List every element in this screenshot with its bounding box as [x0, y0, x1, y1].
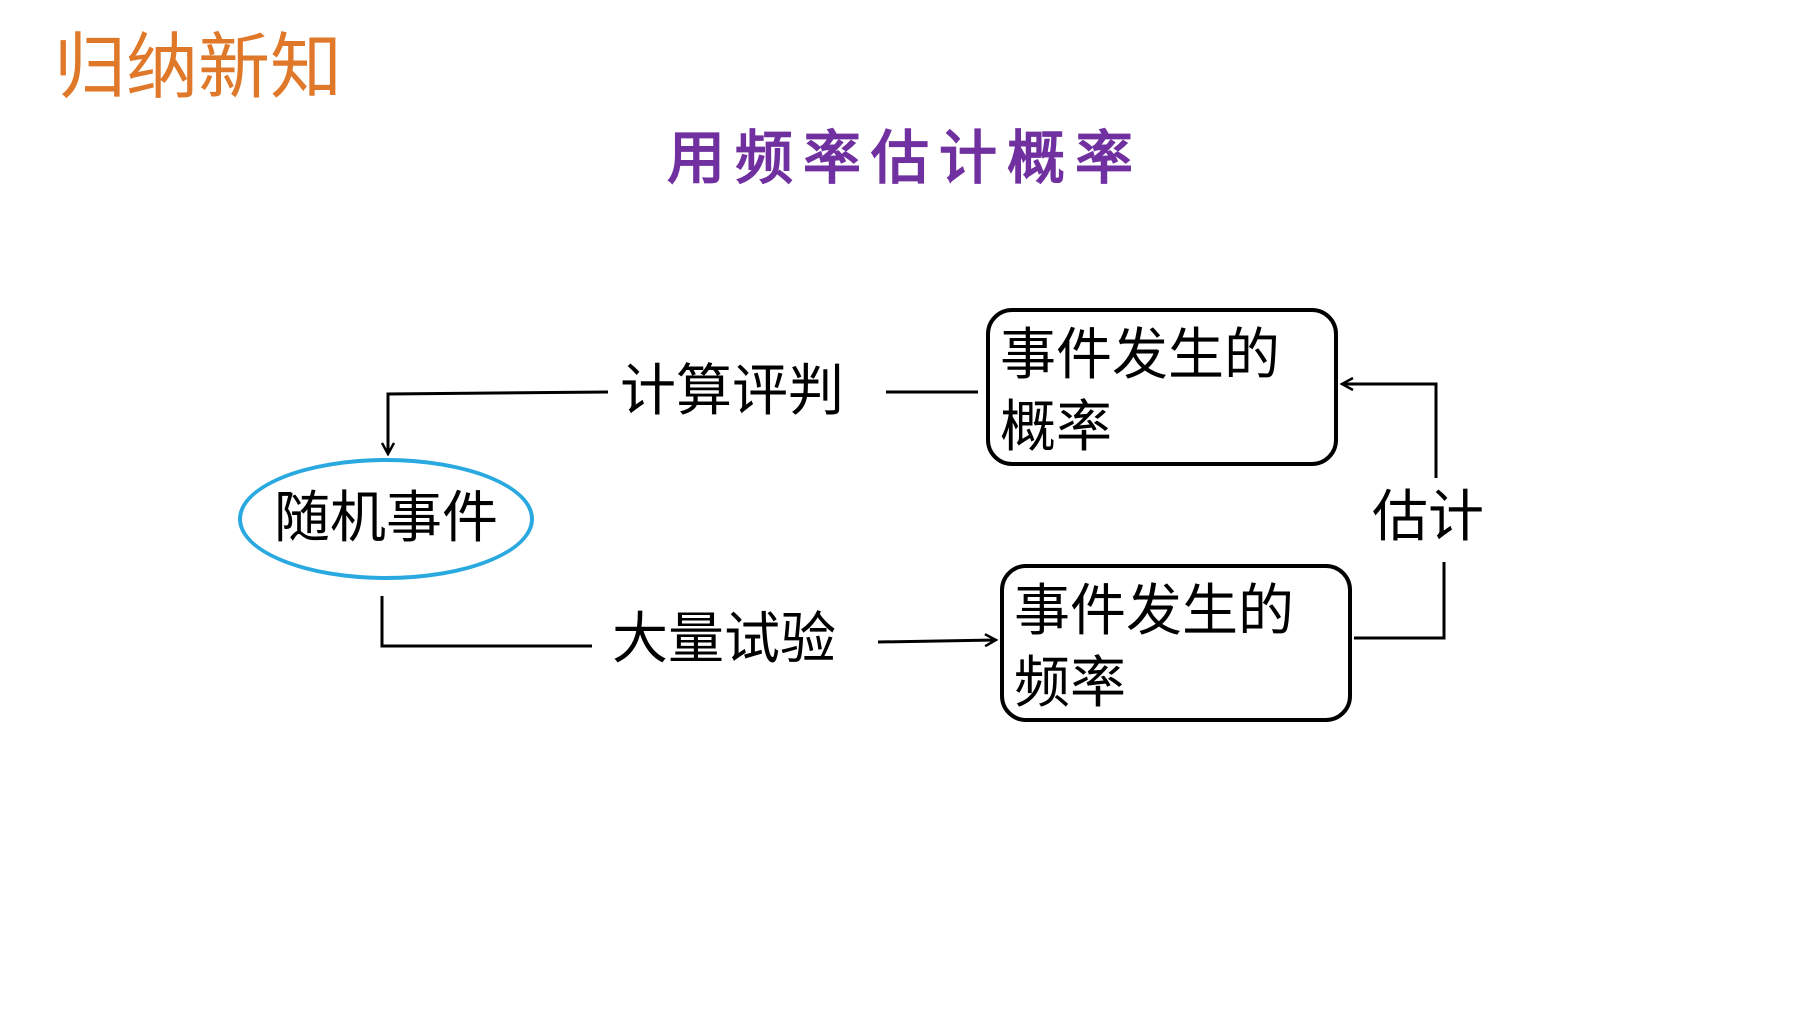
node-random-event: 随机事件 [238, 458, 534, 580]
slide-title: 用频率估计概率 [666, 124, 1143, 192]
connector-trials-right [877, 640, 996, 642]
edge-label-estimate: 估计 [1372, 485, 1484, 550]
node-probability-label: 事件发生的概率 [1000, 323, 1280, 460]
node-random-event-label: 随机事件 [274, 486, 498, 551]
node-probability: 事件发生的概率 [986, 308, 1338, 466]
edge-label-evaluate: 计算评判 [620, 359, 844, 424]
connector-estimate-upper [1342, 384, 1438, 478]
connector-estimate-lower [1354, 562, 1446, 640]
section-title: 归纳新知 [54, 25, 343, 109]
node-frequency-label: 事件发生的频率 [1014, 579, 1294, 716]
connector-evaluate-left [388, 390, 609, 454]
edge-label-trials: 大量试验 [612, 607, 836, 672]
node-frequency: 事件发生的频率 [1000, 564, 1352, 722]
connector-trials-left [380, 596, 592, 648]
